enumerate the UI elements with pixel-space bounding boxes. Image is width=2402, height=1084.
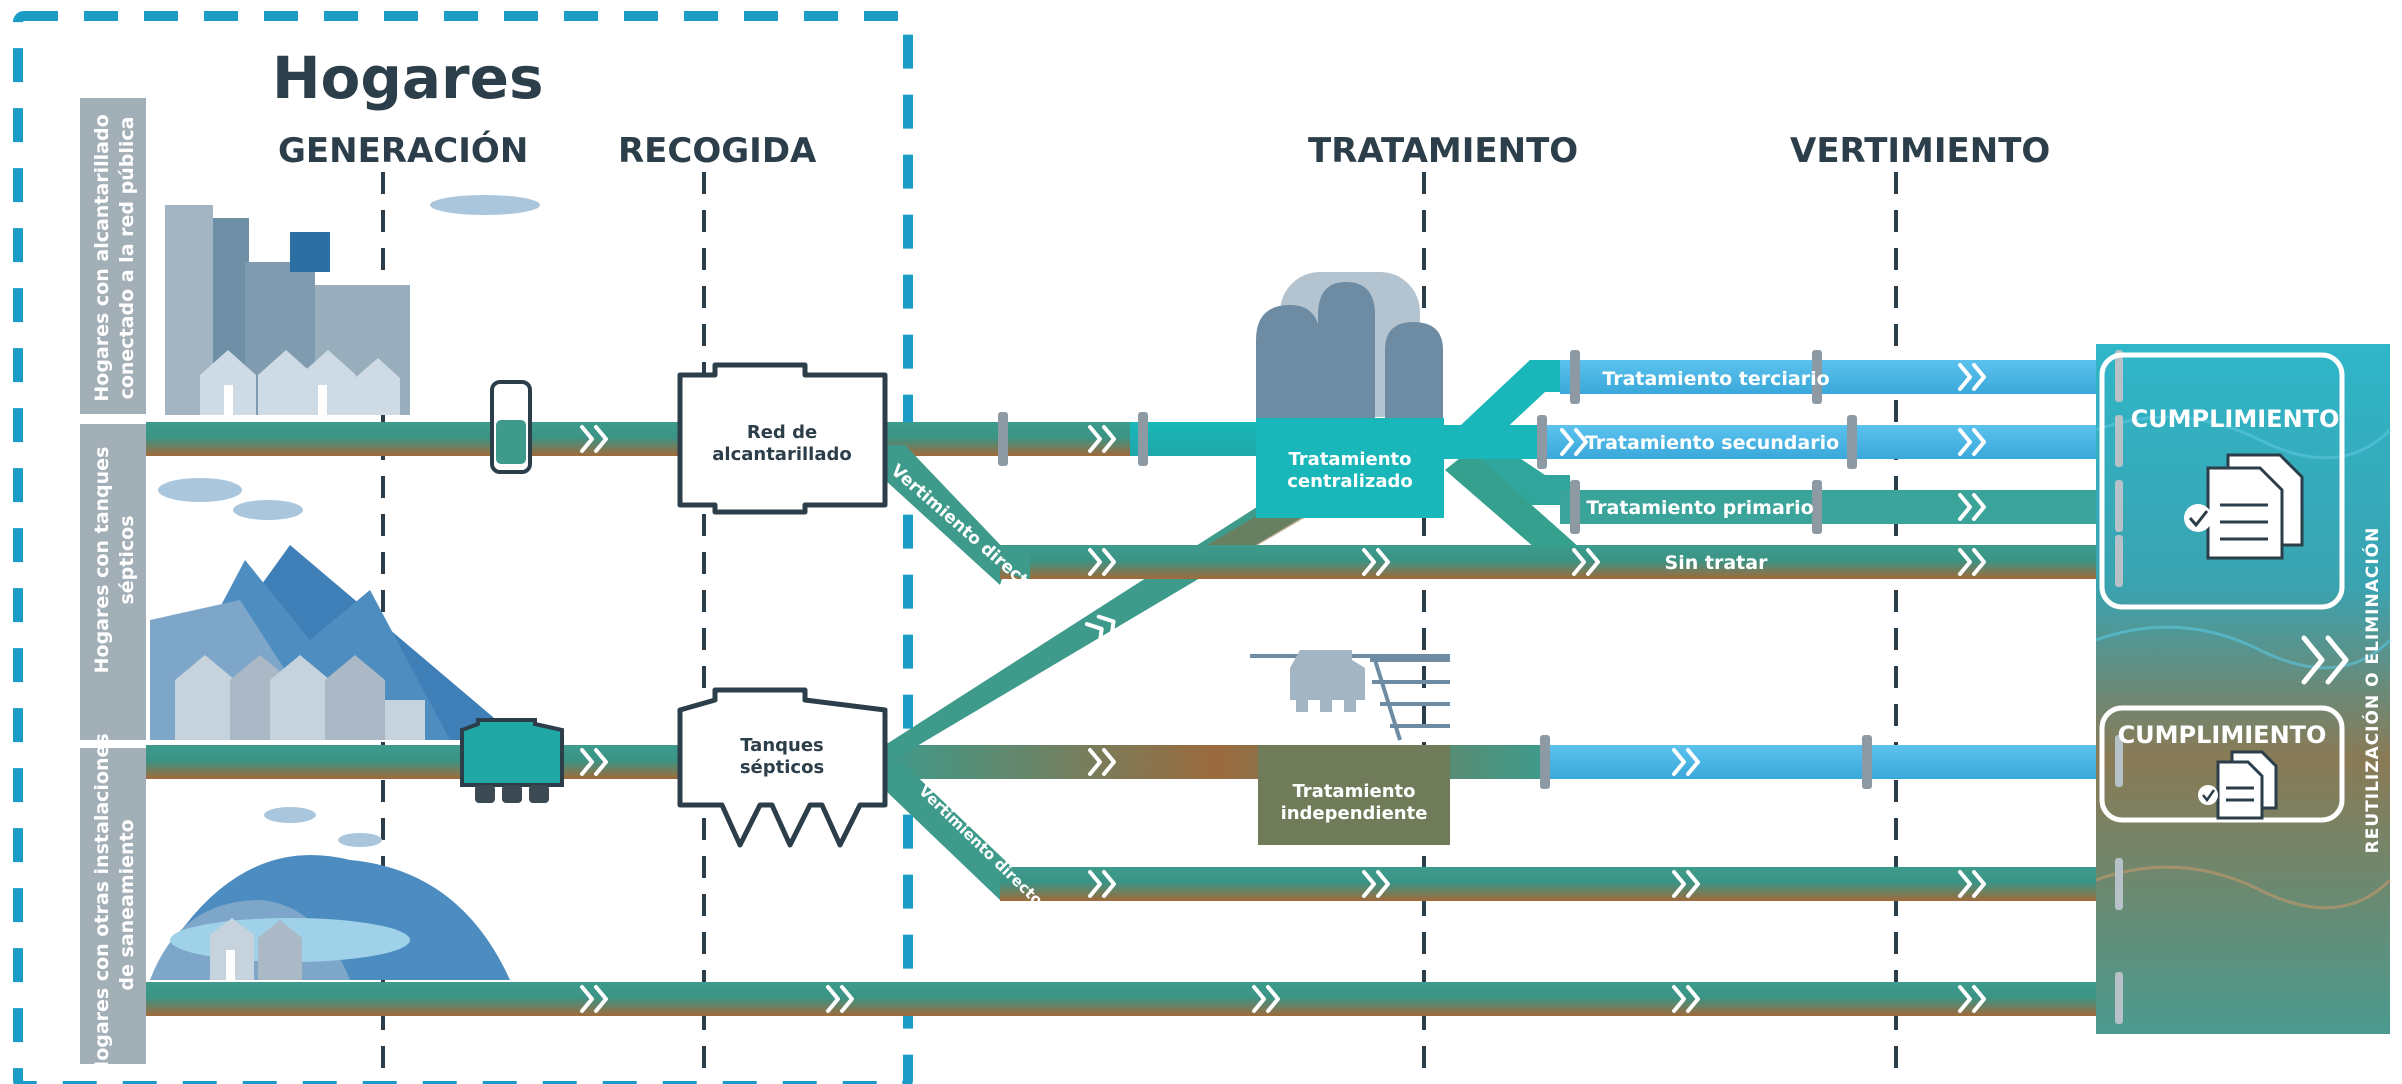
sewer-intake-icon — [490, 380, 532, 474]
document-check-icon — [2184, 453, 2304, 560]
chevron-icon — [580, 985, 608, 1013]
septic-tanks-label-line1: Tanques — [740, 735, 824, 756]
outlet-markers — [2115, 350, 2123, 1024]
label-tertiary: Tratamiento terciario — [1602, 368, 1829, 390]
label-direct-discharge-2: Vertimiento directo — [915, 782, 1046, 909]
mountain-illustration — [150, 478, 520, 740]
pipe-row3 — [146, 982, 2106, 1016]
row3-label-panel — [80, 748, 146, 1064]
pipe-row2-generation — [146, 745, 681, 779]
sewer-network-label-line2: alcantarillado — [712, 444, 851, 465]
stage-dividers — [381, 172, 1898, 1084]
rural-illustration — [150, 807, 510, 980]
chevron-icon — [826, 985, 854, 1013]
centralized-treatment-label-line1: Tratamiento — [1289, 449, 1412, 470]
chevron-icon — [580, 748, 608, 776]
city-illustration — [165, 195, 540, 415]
label-untreated: Sin tratar — [1665, 552, 1769, 574]
septic-tank-icon — [460, 718, 564, 803]
chevron-icon — [2301, 635, 2349, 685]
compliance-label-2: CUMPLIMIENTO — [2118, 721, 2327, 749]
centralized-treatment-box — [1256, 418, 1444, 518]
septic-tanks-label-line2: sépticos — [740, 757, 824, 778]
independent-treatment-label-line1: Tratamiento — [1293, 781, 1416, 802]
pipe-secondary — [1540, 425, 2106, 459]
pipe-branch-untreated — [1445, 450, 1580, 548]
stage-generacion: GENERACIÓN — [278, 130, 528, 171]
row2-label-panel — [80, 424, 146, 740]
chevron-icon — [1088, 748, 1116, 776]
chevron-icon — [1958, 548, 1986, 576]
pipe-collars — [998, 350, 1872, 789]
pipe-tertiary — [1560, 360, 2106, 394]
chevron-icon — [1958, 493, 1986, 521]
pipe-septic-direct — [1000, 867, 2106, 901]
chevron-icon — [580, 425, 608, 453]
row3-label-line1: Hogares con otras instalaciones — [91, 733, 113, 1076]
chevron-icon — [1088, 548, 1116, 576]
chevron-icon — [1958, 985, 1986, 1013]
chevron-icon — [1958, 428, 1986, 456]
independent-treatment-label-line2: independiente — [1281, 803, 1428, 824]
chevron-icon — [1362, 548, 1390, 576]
compliance-box-2 — [2099, 705, 2345, 823]
label-primary: Tratamiento primario — [1586, 497, 1813, 519]
page-title: Hogares — [272, 44, 544, 112]
stage-recogida: RECOGIDA — [618, 131, 817, 171]
row2-label-line2: sépticos — [116, 515, 138, 604]
chevron-icon — [1084, 614, 1116, 647]
independent-treatment-box — [1258, 745, 1450, 845]
independent-treatment-icon — [1250, 650, 1450, 741]
chevron-icon — [1958, 363, 1986, 391]
treatment-plant-icon — [1256, 272, 1443, 418]
row2-label-line1: Hogares con tanques — [91, 447, 113, 674]
label-secondary: Tratamiento secundario — [1585, 432, 1839, 454]
row1-label-line1: Hogares con alcantarillado — [91, 114, 113, 401]
pipe-direct-discharge-2 — [885, 765, 1015, 900]
chevron-icon — [1252, 985, 1280, 1013]
pipe-independent-treated — [1545, 745, 2106, 779]
compliance-box-1 — [2099, 352, 2345, 610]
flow-chevrons — [580, 363, 2349, 1013]
row1-label-panel — [80, 98, 146, 414]
sewer-network-box — [677, 362, 888, 515]
septic-tanks-box — [677, 687, 888, 848]
stage-vertimiento: VERTIMIENTO — [1790, 131, 2050, 171]
pipe-direct-discharge-1 — [885, 445, 1010, 585]
chevron-icon — [1088, 425, 1116, 453]
chevron-icon — [1672, 748, 1700, 776]
row3-label-line2: de saneamiento — [116, 819, 138, 990]
sewer-network-label-line1: Red de — [747, 422, 817, 443]
centralized-treatment-label-line2: centralizado — [1287, 471, 1413, 492]
pipe-primary — [1560, 490, 2106, 524]
chevron-icon — [1362, 870, 1390, 898]
pipe-row1-generation — [146, 422, 681, 456]
receiving-water-body — [2096, 344, 2390, 1034]
chevron-icon — [1572, 548, 1600, 576]
compliance-label-1: CUMPLIMIENTO — [2131, 405, 2340, 433]
chevron-icon — [1088, 870, 1116, 898]
chevron-icon — [1560, 428, 1588, 456]
pipe-untreated — [1000, 545, 2106, 579]
reuse-or-disposal-label: REUTILIZACIÓN O ELIMINACIÓN — [2361, 527, 2383, 854]
chevron-icon — [1958, 870, 1986, 898]
households-dashed-border — [13, 11, 913, 1084]
chevron-icon — [1672, 870, 1700, 898]
row1-label-line2: conectado a la red pública — [116, 117, 138, 400]
stage-tratamiento: TRATAMIENTO — [1308, 131, 1578, 171]
document-check-icon-small — [2198, 750, 2278, 820]
chevron-icon — [1672, 985, 1700, 1013]
